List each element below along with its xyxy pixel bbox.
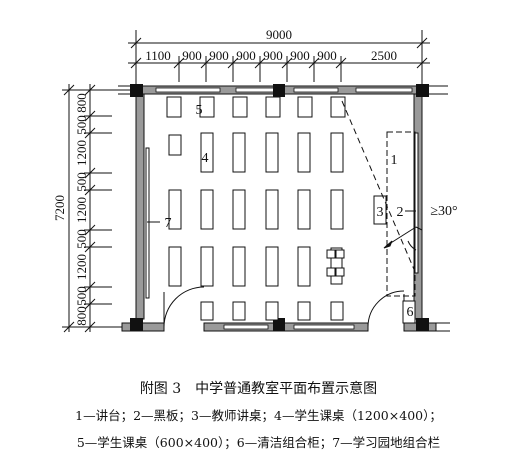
label-4: 4 <box>202 151 209 166</box>
top-dim-label: 900 <box>209 48 229 63</box>
study-board-7 <box>145 147 150 299</box>
top-dim-label: 900 <box>290 48 310 63</box>
left-dim-label: 500 <box>74 229 89 249</box>
overall-depth-label: 7200 <box>52 195 67 221</box>
top-dim-label: 900 <box>236 48 256 63</box>
top-dim-label: 900 <box>317 48 337 63</box>
legend-line-2: 5—学生课桌（600×400）；6—清洁组合柜；7—学习园地组合栏 <box>76 435 441 450</box>
left-dimension-lines <box>62 84 140 333</box>
top-dim-label: 1100 <box>145 48 171 63</box>
left-dim-label: 500 <box>74 115 89 135</box>
doors <box>163 286 405 328</box>
top-dim-label: 2500 <box>371 48 397 63</box>
student-desks <box>166 96 346 321</box>
classroom-floor-plan: 9000 1100 900 900 900 900 900 900 2500 <box>52 27 458 333</box>
label-1: 1 <box>391 153 398 168</box>
figure-caption-title: 附图 3 中学普通教室平面布置示意图 <box>139 381 378 397</box>
angle-label: ≥30° <box>430 204 457 219</box>
left-segment-labels: 800 500 1200 500 1200 500 1200 500 800 <box>74 93 89 326</box>
top-dimension-lines <box>128 30 430 92</box>
blackboard-2 <box>414 132 419 274</box>
left-dim-label: 800 <box>74 306 89 326</box>
label-3: 3 <box>377 205 384 220</box>
top-dim-label: 900 <box>182 48 202 63</box>
cleaning-cabinet-6 <box>402 300 416 324</box>
columns <box>130 84 429 331</box>
label-2: 2 <box>397 205 404 220</box>
overall-width-label: 9000 <box>266 27 292 42</box>
top-segment-labels: 1100 900 900 900 900 900 900 2500 <box>145 48 397 63</box>
left-dim-label: 1200 <box>74 197 89 223</box>
small-stools <box>326 249 345 277</box>
left-dim-label: 1200 <box>74 140 89 166</box>
windows <box>155 87 413 330</box>
top-dim-label: 900 <box>263 48 283 63</box>
left-dim-label: 1200 <box>74 254 89 280</box>
label-6: 6 <box>407 305 414 320</box>
left-dim-label: 500 <box>74 172 89 192</box>
teacher-desk-3 <box>373 195 387 225</box>
legend-line-1: 1—讲台；2—黑板；3—教师讲桌；4—学生课桌（1200×400）； <box>75 408 442 423</box>
label-7: 7 <box>165 216 172 231</box>
left-dim-label: 500 <box>74 286 89 306</box>
sight-lines <box>341 100 423 275</box>
left-dim-label: 800 <box>74 93 89 113</box>
label-5: 5 <box>196 103 203 118</box>
